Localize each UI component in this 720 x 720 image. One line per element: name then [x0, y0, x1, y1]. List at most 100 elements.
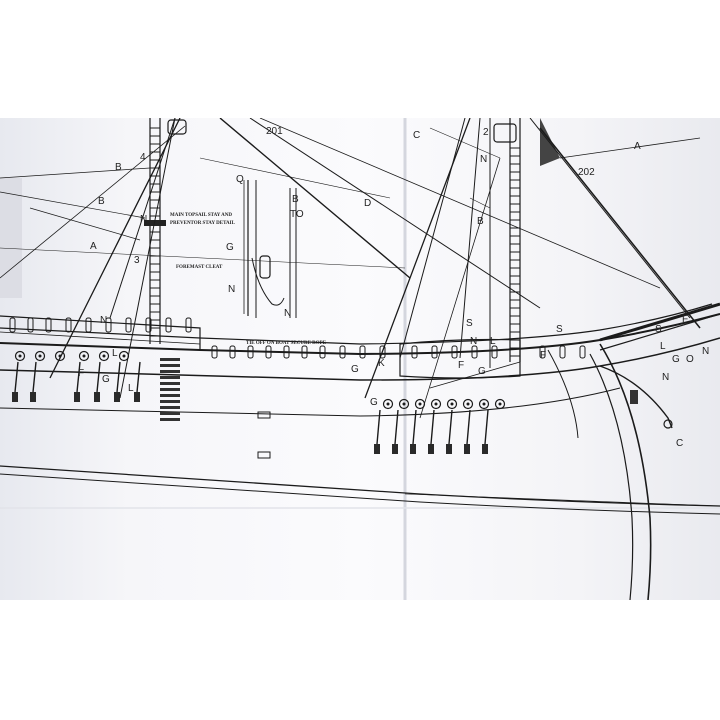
- label-C-top: C: [413, 130, 420, 141]
- deadeyes-left: [12, 361, 141, 402]
- pin-center: [38, 354, 42, 358]
- pin-center: [102, 354, 106, 358]
- ladder-step: [160, 376, 180, 379]
- note-stay-detail-2: PREVENTOR STAY DETAIL: [170, 221, 236, 226]
- pin-ring: [430, 398, 442, 410]
- lanyard: [412, 409, 417, 445]
- stanchions-left: [9, 317, 192, 333]
- label-F-main: F: [458, 360, 464, 371]
- label-Q: Q: [236, 174, 244, 185]
- cutwater: [599, 365, 673, 429]
- pin-ring: [382, 398, 394, 410]
- pin-center: [482, 402, 486, 406]
- hull-waterline: [0, 465, 720, 507]
- fore-shroud: [119, 118, 176, 399]
- rig-line-C: [429, 127, 501, 159]
- pin-ring: [494, 398, 506, 410]
- rig-line-B-right: [469, 197, 491, 209]
- stanchion: [65, 317, 72, 333]
- stay-detail-inset: [243, 180, 297, 318]
- pin-center: [386, 402, 390, 406]
- cutwater-block: [663, 419, 673, 429]
- label-N-main: N: [480, 154, 487, 165]
- stanchion: [471, 345, 478, 359]
- hull-waterline-2: [0, 473, 720, 515]
- stanchion: [45, 317, 52, 333]
- label-G-mid-2: G: [370, 397, 378, 408]
- mainmast-top: [493, 123, 517, 143]
- pin-center: [434, 402, 438, 406]
- deadeye: [464, 444, 470, 454]
- stanchion: [539, 345, 546, 359]
- label-G-left: G: [102, 374, 110, 385]
- deadeye: [74, 392, 80, 402]
- label-G-main: G: [478, 366, 486, 377]
- stanchion: [559, 345, 566, 359]
- hull-rail: [0, 313, 720, 356]
- deadeye: [392, 444, 398, 454]
- label-3: 3: [134, 255, 140, 266]
- pin-ring: [34, 350, 46, 362]
- bowsprit: [599, 302, 720, 342]
- jib-stay: [529, 118, 691, 319]
- label-G-detail: G: [226, 242, 234, 253]
- label-B-1: B: [115, 162, 122, 173]
- plan-sheet: 201 202 2 4 3 C A B B A B N N D Q B TO G…: [0, 118, 720, 600]
- lanyard: [394, 409, 399, 445]
- label-S-bow: S: [655, 324, 662, 335]
- hull-port-dark: [630, 390, 638, 404]
- rig-line: [0, 247, 406, 269]
- stanchion: [265, 345, 272, 359]
- main-stay: [219, 118, 411, 279]
- left-edge-shadow: [0, 178, 22, 298]
- label-4: 4: [140, 152, 146, 163]
- lanyard: [430, 409, 435, 445]
- label-N-bow-2: N: [662, 372, 669, 383]
- stanchion: [359, 345, 366, 359]
- stanchion: [431, 345, 438, 359]
- pin-center: [466, 402, 470, 406]
- stanchion: [411, 345, 418, 359]
- bow-frame: [547, 349, 579, 439]
- deadeye: [410, 444, 416, 454]
- boat-on-deck: [399, 338, 521, 379]
- main-ratlines: [510, 147, 520, 357]
- deadeye: [428, 444, 434, 454]
- stanchion: [283, 345, 290, 359]
- deck-ladder: [160, 358, 180, 421]
- preventer-stay: [259, 118, 661, 289]
- ladder-step: [160, 394, 180, 397]
- ladder-step: [160, 388, 180, 391]
- stanchion: [247, 345, 254, 359]
- label-L-main: L: [490, 336, 496, 347]
- rig-line-A: [29, 207, 141, 241]
- label-S-main-2: S: [556, 324, 563, 335]
- foremast-top: [167, 119, 187, 135]
- label-B-2: B: [98, 196, 105, 207]
- ladder-step: [160, 406, 180, 409]
- lanyard: [376, 409, 381, 445]
- ladder-step: [160, 412, 180, 415]
- stanchion: [185, 317, 192, 333]
- pin-center: [498, 402, 502, 406]
- mainmast-pennant: [540, 118, 560, 166]
- label-N-left: N: [100, 315, 107, 326]
- hull: [0, 303, 720, 600]
- pin-ring: [478, 398, 490, 410]
- fore-ratlines: [150, 127, 160, 337]
- lanyard: [466, 409, 471, 445]
- stanchion: [491, 345, 498, 359]
- label-G-mid-1: G: [351, 364, 359, 375]
- bowsprit-stay: [539, 127, 701, 329]
- bow-stem: [599, 343, 652, 600]
- fore-shroud: [49, 118, 181, 379]
- deadeye: [134, 392, 140, 402]
- ship-rigging-plan: 201 202 2 4 3 C A B B A B N N D Q B TO G…: [0, 118, 720, 600]
- deadeye: [94, 392, 100, 402]
- stanchion: [379, 345, 386, 359]
- stanchion: [211, 345, 218, 359]
- pin-center: [18, 354, 22, 358]
- mainmast: [493, 118, 560, 362]
- label-N-detail-1: N: [228, 284, 235, 295]
- fore-shroud: [109, 118, 176, 319]
